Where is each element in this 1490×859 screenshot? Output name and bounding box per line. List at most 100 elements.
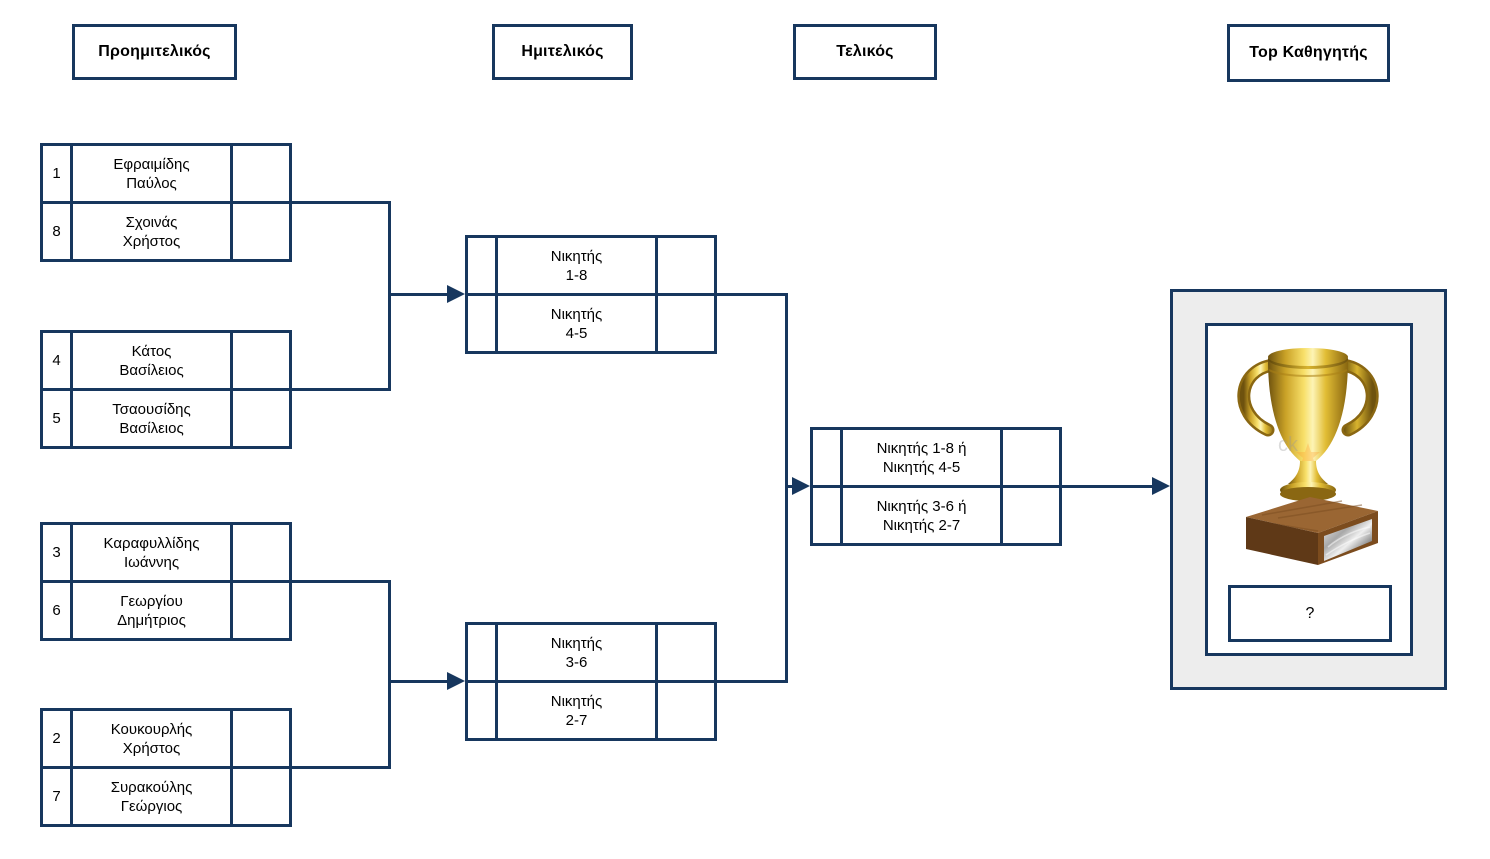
match-box-qf-2-7: 2 Κουκουρλής Χρήστος 7 Συρακούλης Γεώργι… bbox=[40, 708, 292, 827]
score-cell bbox=[233, 583, 289, 638]
finalist-name-cell: Νικητής 1-8 ή Νικητής 4-5 bbox=[843, 430, 1003, 485]
player-name-line1: Εφραιμίδης bbox=[113, 155, 190, 173]
seed-cell bbox=[468, 296, 498, 351]
match-row: Νικητής 1-8 ή Νικητής 4-5 bbox=[813, 430, 1059, 485]
player-name-cell: Συρακούλης Γεώργιος bbox=[73, 769, 233, 824]
score-cell bbox=[1003, 488, 1059, 543]
seed-cell: 1 bbox=[43, 146, 73, 201]
player-name-line2: Παύλος bbox=[126, 174, 177, 192]
seed-cell: 3 bbox=[43, 525, 73, 580]
score-cell bbox=[233, 391, 289, 446]
player-name-cell: Εφραιμίδης Παύλος bbox=[73, 146, 233, 201]
connector-arrowhead bbox=[1152, 477, 1170, 495]
connector-line bbox=[388, 201, 391, 391]
finalist-name-line2: Νικητής 4-5 bbox=[882, 458, 961, 476]
player-name-line2: Δημήτριος bbox=[117, 611, 186, 629]
player-name-cell: Κουκουρλής Χρήστος bbox=[73, 711, 233, 766]
connector-arrowhead bbox=[447, 285, 465, 303]
match-box-final: Νικητής 1-8 ή Νικητής 4-5 Νικητής 3-6 ή … bbox=[810, 427, 1062, 546]
round-header-final: Τελικός bbox=[793, 24, 937, 80]
match-row: 4 Κάτος Βασίλειος bbox=[43, 333, 289, 388]
connector-line bbox=[289, 766, 390, 769]
round-header-champion: Top Καθηγητής bbox=[1227, 24, 1390, 82]
connector-line bbox=[289, 201, 390, 204]
match-row: 6 Γεωργίου Δημήτριος bbox=[43, 580, 289, 638]
winner-name-line2: 3-6 bbox=[565, 653, 588, 671]
player-name-line2: Γεώργιος bbox=[120, 797, 183, 815]
connector-arrowhead bbox=[792, 477, 810, 495]
score-cell bbox=[658, 683, 714, 738]
seed-cell bbox=[468, 625, 498, 680]
round-header-quarterfinal: Προημιτελικός bbox=[72, 24, 237, 80]
connector-arrowhead bbox=[447, 672, 465, 690]
seed-cell: 8 bbox=[43, 204, 73, 259]
champion-placeholder: ? bbox=[1305, 604, 1315, 622]
seed-cell: 7 bbox=[43, 769, 73, 824]
player-name-cell: Κάτος Βασίλειος bbox=[73, 333, 233, 388]
connector-line bbox=[787, 485, 793, 488]
score-cell bbox=[233, 769, 289, 824]
seed-cell: 2 bbox=[43, 711, 73, 766]
player-name-line1: Συρακούλης bbox=[110, 778, 193, 796]
watermark-text: ck bbox=[1278, 434, 1299, 456]
match-row: Νικητής 4-5 bbox=[468, 293, 714, 351]
player-name-line1: Γεωργίου bbox=[120, 592, 183, 610]
player-name-line1: Σχοινάς bbox=[125, 213, 178, 231]
winner-name-cell: Νικητής 1-8 bbox=[498, 238, 658, 293]
connector-line bbox=[390, 293, 448, 296]
winner-name-line1: Νικητής bbox=[550, 634, 603, 652]
player-name-cell: Καραφυλλίδης Ιωάννης bbox=[73, 525, 233, 580]
champion-placeholder-box: ? bbox=[1228, 585, 1392, 642]
player-name-line1: Καραφυλλίδης bbox=[103, 534, 200, 552]
connector-line bbox=[289, 388, 390, 391]
winner-name-cell: Νικητής 3-6 bbox=[498, 625, 658, 680]
connector-line bbox=[715, 293, 787, 296]
connector-line bbox=[289, 580, 390, 583]
player-name-line1: Κάτος bbox=[131, 342, 172, 360]
winner-name-line1: Νικητής bbox=[550, 692, 603, 710]
match-row: Νικητής 3-6 ή Νικητής 2-7 bbox=[813, 485, 1059, 543]
connector-line bbox=[388, 580, 391, 769]
seed-cell: 6 bbox=[43, 583, 73, 638]
match-box-sf-lower: Νικητής 3-6 Νικητής 2-7 bbox=[465, 622, 717, 741]
winner-name-line2: 4-5 bbox=[565, 324, 588, 342]
finalist-name-line1: Νικητής 1-8 ή bbox=[876, 439, 967, 457]
match-row: 2 Κουκουρλής Χρήστος bbox=[43, 711, 289, 766]
score-cell bbox=[233, 333, 289, 388]
winner-name-cell: Νικητής 2-7 bbox=[498, 683, 658, 738]
seed-cell: 4 bbox=[43, 333, 73, 388]
winner-name-line1: Νικητής bbox=[550, 305, 603, 323]
connector-line bbox=[715, 680, 787, 683]
player-name-line1: Κουκουρλής bbox=[110, 720, 193, 738]
match-row: 7 Συρακούλης Γεώργιος bbox=[43, 766, 289, 824]
trophy-image: ck bbox=[1222, 335, 1394, 570]
player-name-cell: Τσαουσίδης Βασίλειος bbox=[73, 391, 233, 446]
player-name-line2: Βασίλειος bbox=[119, 361, 184, 379]
score-cell bbox=[658, 296, 714, 351]
score-cell bbox=[233, 146, 289, 201]
player-name-line2: Χρήστος bbox=[122, 232, 181, 250]
match-box-qf-4-5: 4 Κάτος Βασίλειος 5 Τσαουσίδης Βασίλειος bbox=[40, 330, 292, 449]
gold-trophy-icon: ck bbox=[1237, 348, 1379, 565]
seed-cell bbox=[468, 238, 498, 293]
finalist-name-line2: Νικητής 2-7 bbox=[882, 516, 961, 534]
seed-cell bbox=[468, 683, 498, 738]
match-box-qf-3-6: 3 Καραφυλλίδης Ιωάννης 6 Γεωργίου Δημήτρ… bbox=[40, 522, 292, 641]
winner-name-line2: 1-8 bbox=[565, 266, 588, 284]
connector-line bbox=[390, 680, 448, 683]
player-name-cell: Γεωργίου Δημήτριος bbox=[73, 583, 233, 638]
winner-name-line1: Νικητής bbox=[550, 247, 603, 265]
seed-cell bbox=[813, 430, 843, 485]
score-cell bbox=[1003, 430, 1059, 485]
player-name-cell: Σχοινάς Χρήστος bbox=[73, 204, 233, 259]
score-cell bbox=[658, 625, 714, 680]
seed-cell: 5 bbox=[43, 391, 73, 446]
match-row: Νικητής 2-7 bbox=[468, 680, 714, 738]
match-row: Νικητής 3-6 bbox=[468, 625, 714, 680]
finalist-name-line1: Νικητής 3-6 ή bbox=[876, 497, 967, 515]
seed-cell bbox=[813, 488, 843, 543]
match-box-qf-1-8: 1 Εφραιμίδης Παύλος 8 Σχοινάς Χρήστος bbox=[40, 143, 292, 262]
match-row: 3 Καραφυλλίδης Ιωάννης bbox=[43, 525, 289, 580]
match-row: Νικητής 1-8 bbox=[468, 238, 714, 293]
player-name-line2: Ιωάννης bbox=[123, 553, 180, 571]
